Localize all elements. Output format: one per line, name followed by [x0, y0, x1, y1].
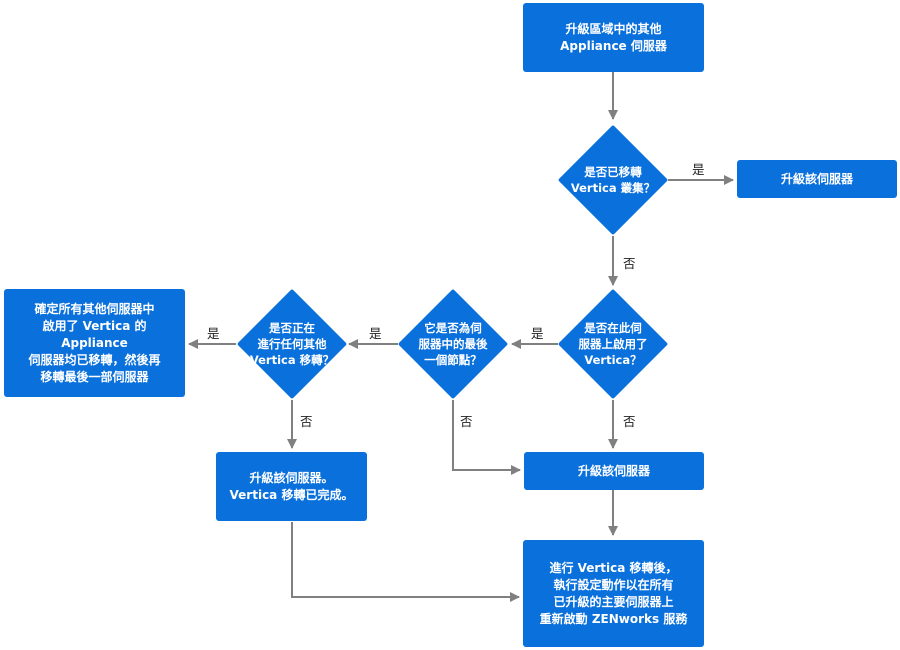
- node-upgrade-server-mid: 升級該伺服器: [524, 452, 704, 490]
- arrow-complete-to-restart: [291, 522, 520, 602]
- node-upgrade-server-top: 升級該伺服器: [737, 160, 897, 198]
- node-restart-zenworks: 進行 Vertica 移轉後， 執行設定動作以在所有 已升級的主要伺服器上 重新…: [523, 540, 704, 647]
- label-no-q4: 否: [300, 414, 313, 429]
- decision-vertica-migrated: 是否已移轉 Vertica 叢集？: [558, 125, 668, 235]
- decision-other-migration-text: 是否正在 進行任何其他 Vertica 移轉？: [249, 321, 335, 367]
- decision-vertica-migrated-text: 是否已移轉 Vertica 叢集？: [570, 165, 656, 195]
- node-upgrade-other-servers: 升級區域中的其他 Appliance 伺服器: [523, 3, 704, 72]
- node-ensure-all-migrated: 確定所有其他伺服器中 啟用了 Vertica 的 Appliance 伺服器均已…: [4, 289, 185, 397]
- label-no-q3: 否: [460, 414, 473, 429]
- decision-last-node: 它是否為伺 服器中的最後 一個節點？: [398, 289, 508, 399]
- decision-vertica-enabled: 是否在此伺 服器上啟用了 Vertica？: [558, 289, 668, 399]
- label-yes-q2: 是: [531, 326, 544, 341]
- node-upgrade-complete: 升級該伺服器。 Vertica 移轉已完成。: [216, 452, 367, 521]
- decision-vertica-enabled-text: 是否在此伺 服器上啟用了 Vertica？: [578, 321, 648, 367]
- label-yes-q1: 是: [692, 162, 705, 177]
- label-no-q1: 否: [623, 256, 636, 271]
- decision-other-migration: 是否正在 進行任何其他 Vertica 移轉？: [237, 289, 347, 399]
- label-yes-q3: 是: [369, 326, 382, 341]
- decision-last-node-text: 它是否為伺 服器中的最後 一個節點？: [418, 321, 488, 367]
- label-no-q2: 否: [623, 414, 636, 429]
- arrow-q3-no: [452, 400, 521, 475]
- label-yes-q4: 是: [207, 326, 220, 341]
